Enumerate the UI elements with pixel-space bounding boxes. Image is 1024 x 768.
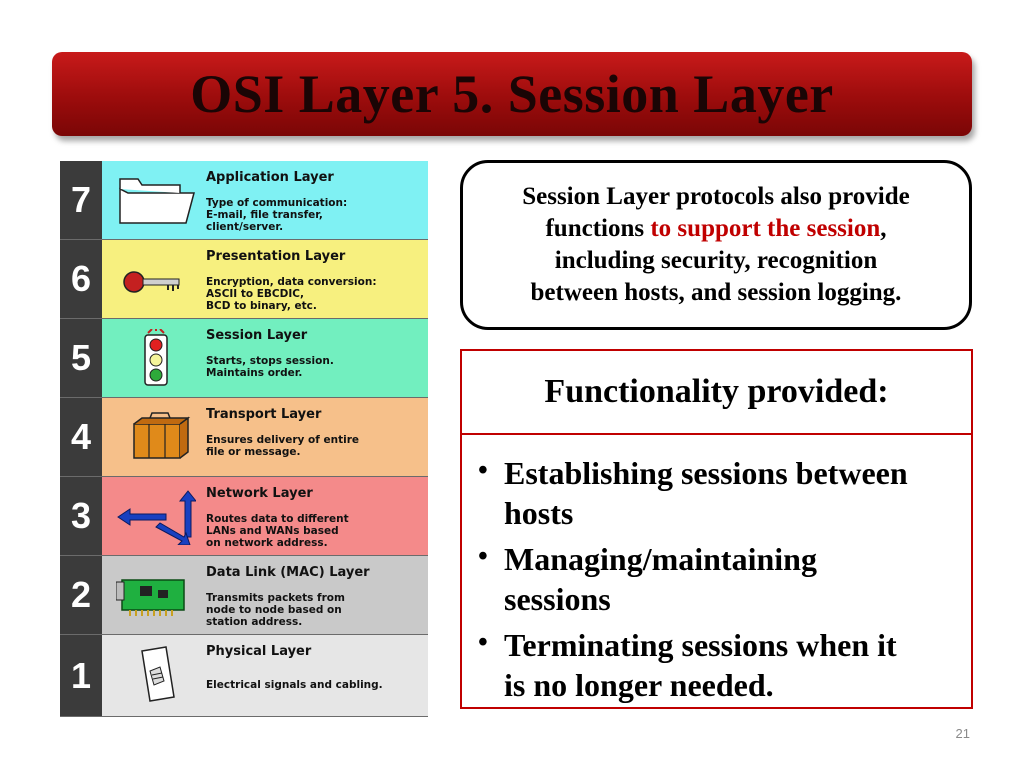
list-item: • Terminating sessions when it is no lon… <box>478 625 959 705</box>
callout-line: functions to support the session, <box>522 213 910 245</box>
functionality-box: Functionality provided: • Establishing s… <box>460 349 973 709</box>
layer-name: Application Layer <box>206 170 334 185</box>
layer-body: Transport Layer Ensures delivery of enti… <box>102 398 428 476</box>
desc-line: Starts, stops session. <box>206 355 334 367</box>
item-line: hosts <box>504 495 574 531</box>
layer-description: Encryption, data conversion: ASCII to EB… <box>206 276 426 312</box>
layer-number: 6 <box>60 240 102 318</box>
key-icon <box>123 271 180 293</box>
desc-line: Maintains order. <box>206 367 303 379</box>
layer-body: Physical Layer Electrical signals and ca… <box>102 635 428 716</box>
bullet-icon: • <box>478 541 488 572</box>
list-item: • Managing/maintaining sessions <box>478 539 959 619</box>
callout-highlight: to support the session <box>650 215 881 242</box>
layer-name: Data Link (MAC) Layer <box>206 565 370 580</box>
desc-line: BCD to binary, etc. <box>206 300 317 312</box>
layer-name: Presentation Layer <box>206 249 346 264</box>
desc-line: Type of communication: <box>206 197 348 209</box>
callout-line-suffix: , <box>880 215 887 242</box>
layer-name: Network Layer <box>206 486 313 501</box>
layer-description: Type of communication: E-mail, file tran… <box>206 197 426 233</box>
callout-line: between hosts, and session logging. <box>530 279 902 306</box>
layer-number: 5 <box>60 319 102 397</box>
desc-line: file or message. <box>206 446 301 458</box>
osi-model-diagram: 7 Application Layer Type of communicatio… <box>60 161 428 717</box>
bullet-icon: • <box>478 627 488 658</box>
callout-line: including security, recognition <box>554 247 878 274</box>
layer-description: Starts, stops session. Maintains order. <box>206 355 426 379</box>
desc-line: on network address. <box>206 537 328 549</box>
layer-number: 3 <box>60 477 102 555</box>
list-item: • Establishing sessions between hosts <box>478 453 959 533</box>
layer-number: 4 <box>60 398 102 476</box>
desc-line: station address. <box>206 616 303 628</box>
desc-line: Transmits packets from <box>206 592 345 604</box>
desc-line: Routes data to different <box>206 513 349 525</box>
session-protocols-callout: Session Layer protocols also provide fun… <box>460 160 972 330</box>
title-bar: OSI Layer 5. Session Layer <box>52 52 972 136</box>
osi-layer-1: 1 Physical Layer Electrical signals and … <box>60 635 428 717</box>
item-line: Terminating sessions when it <box>504 627 897 663</box>
cable-port-icon <box>141 646 175 702</box>
osi-layer-4: 4 Transport Layer Ensures delivery of en… <box>60 398 428 477</box>
routing-arrows-icon <box>117 490 196 545</box>
desc-line: Encryption, data conversion: <box>206 276 377 288</box>
item-line: is no longer needed. <box>504 667 774 703</box>
folder-icon <box>119 178 195 224</box>
layer-number: 7 <box>60 161 102 239</box>
layer-body: Data Link (MAC) Layer Transmits packets … <box>102 556 428 634</box>
desc-line: E-mail, file transfer, <box>206 209 323 221</box>
layer-description: Electrical signals and cabling. <box>206 679 426 691</box>
layer-description: Routes data to different LANs and WANs b… <box>206 513 426 549</box>
desc-line: client/server. <box>206 221 284 233</box>
item-line: sessions <box>504 581 611 617</box>
layer-name: Transport Layer <box>206 407 322 422</box>
osi-layer-7: 7 Application Layer Type of communicatio… <box>60 161 428 240</box>
layer-number: 2 <box>60 556 102 634</box>
desc-line: LANs and WANs based <box>206 525 339 537</box>
bullet-icon: • <box>478 455 488 486</box>
layer-description: Ensures delivery of entire file or messa… <box>206 434 426 458</box>
layer-body: Application Layer Type of communication:… <box>102 161 428 239</box>
layer-name: Session Layer <box>206 328 308 343</box>
desc-line: Electrical signals and cabling. <box>206 679 383 691</box>
item-line: Managing/maintaining <box>504 541 817 577</box>
suitcase-icon <box>133 412 191 459</box>
slide-title: OSI Layer 5. Session Layer <box>190 64 834 124</box>
functionality-title: Functionality provided: <box>544 373 889 410</box>
layer-body: Network Layer Routes data to different L… <box>102 477 428 555</box>
osi-layer-6: 6 Presentation Layer Encryption, data co… <box>60 240 428 319</box>
osi-layer-2: 2 Data Link (MAC) Layer Transmits packet… <box>60 556 428 635</box>
network-card-icon <box>116 579 185 616</box>
layer-number: 1 <box>60 635 102 716</box>
desc-line: node to node based on <box>206 604 342 616</box>
layer-description: Transmits packets from node to node base… <box>206 592 426 628</box>
osi-layer-3: 3 Network Layer Routes data to different… <box>60 477 428 556</box>
layer-name: Physical Layer <box>206 644 312 659</box>
callout-line-prefix: functions <box>545 215 651 242</box>
layer-body: Session Layer Starts, stops session. Mai… <box>102 319 428 397</box>
callout-text: Session Layer protocols also provide fun… <box>522 181 910 309</box>
functionality-header: Functionality provided: <box>462 351 971 435</box>
desc-line: ASCII to EBCDIC, <box>206 288 304 300</box>
callout-line: Session Layer protocols also provide <box>522 183 910 210</box>
item-line: Establishing sessions between <box>504 455 908 491</box>
traffic-light-icon <box>144 329 168 386</box>
osi-layer-5: 5 Session Layer Starts, stops session. M… <box>60 319 428 398</box>
functionality-list: • Establishing sessions between hosts • … <box>478 453 959 711</box>
page-number: 21 <box>955 726 970 741</box>
desc-line: Ensures delivery of entire <box>206 434 360 446</box>
layer-body: Presentation Layer Encryption, data conv… <box>102 240 428 318</box>
